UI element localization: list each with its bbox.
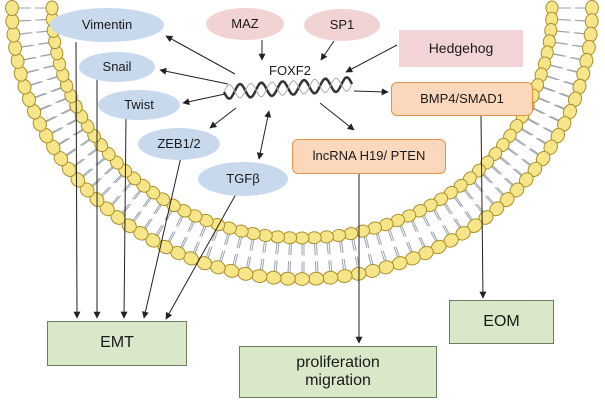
lipid-tail bbox=[121, 203, 132, 216]
foxf2-dna-helix-inner bbox=[223, 77, 353, 99]
lipid-tail bbox=[17, 19, 32, 22]
lipid-tail bbox=[433, 207, 442, 221]
lipid-tail bbox=[25, 69, 40, 74]
arrow-twist-emt bbox=[120, 116, 128, 319]
lipid-tail bbox=[400, 223, 407, 237]
arrow-foxf2-lncrna bbox=[319, 102, 355, 131]
lipid-tail bbox=[132, 211, 142, 224]
proliferation-migration-box: proliferation migration bbox=[239, 346, 437, 398]
arrow-foxf2-tgfb bbox=[256, 110, 272, 160]
lipid-tail bbox=[65, 148, 78, 158]
arrow-foxf2-zeb bbox=[209, 107, 237, 129]
snail-node: Snail bbox=[79, 52, 155, 82]
lipid-tail bbox=[554, 41, 569, 45]
arrow-foxf2-twist bbox=[182, 93, 226, 106]
arrow-hedgehog-foxf2 bbox=[345, 44, 398, 73]
lipid-tail bbox=[464, 187, 474, 200]
lipid-head bbox=[5, 0, 19, 16]
lipid-tail bbox=[556, 18, 571, 21]
lipid-tail bbox=[422, 213, 431, 227]
lipid-tail bbox=[549, 64, 564, 69]
lipid-tail bbox=[57, 137, 71, 147]
emt-box: EMT bbox=[47, 321, 187, 366]
lipid-tail bbox=[81, 168, 94, 179]
lipid-tail bbox=[29, 81, 43, 87]
lipid-tail bbox=[555, 30, 570, 33]
lipid-tail bbox=[514, 137, 527, 146]
tgfb-node: TGFβ bbox=[198, 162, 288, 196]
arrow-foxf2-snail bbox=[159, 67, 229, 85]
vimentin-node: Vimentin bbox=[50, 8, 164, 42]
lipid-tail bbox=[22, 57, 37, 61]
lipid-tail bbox=[33, 92, 48, 99]
lipid-tail bbox=[454, 195, 464, 208]
lipid-tail bbox=[527, 117, 540, 126]
arrow-foxf2-vimentin bbox=[165, 35, 236, 75]
arrow-foxf2-bmp4 bbox=[353, 88, 389, 96]
lipid-tail bbox=[18, 32, 33, 35]
zeb-node: ZEB1/2 bbox=[138, 128, 220, 160]
lipid-tail bbox=[20, 44, 35, 48]
lipid-tail bbox=[552, 53, 567, 57]
lipid-tail bbox=[546, 75, 560, 81]
lipid-tail bbox=[532, 107, 546, 115]
lncrna-h19-pten-box: lncRNA H19/ PTEN bbox=[292, 139, 446, 174]
bmp4-smad1-box: BMP4/SMAD1 bbox=[391, 82, 533, 116]
arrow-zeb-emt bbox=[141, 156, 182, 319]
lipid-tail bbox=[100, 186, 112, 198]
lipid-head bbox=[45, 0, 59, 16]
lipid-tail bbox=[411, 218, 419, 232]
lipid-tail bbox=[520, 127, 534, 136]
lipid-tail bbox=[111, 195, 122, 207]
hedgehog-box: Hedgehog bbox=[399, 30, 523, 67]
arrow-bmp4-eom bbox=[479, 115, 487, 299]
twist-node: Twist bbox=[98, 90, 180, 120]
lipid-tail bbox=[507, 146, 519, 156]
lipid-tail bbox=[444, 201, 453, 215]
lipid-tail bbox=[499, 155, 511, 166]
lipid-tail bbox=[537, 96, 551, 104]
arrow-tgfb-emt bbox=[165, 193, 237, 320]
lipid-tail bbox=[542, 86, 556, 92]
lipid-tail bbox=[491, 164, 503, 175]
eom-box: EOM bbox=[449, 300, 554, 344]
arrow-vimentin-emt bbox=[73, 41, 81, 319]
lipid-tail bbox=[482, 172, 494, 184]
foxf2-label: FOXF2 bbox=[269, 62, 311, 78]
lipid-tail bbox=[73, 158, 86, 168]
sp1-node: SP1 bbox=[304, 9, 380, 41]
maz-node: MAZ bbox=[206, 8, 284, 40]
lipid-tail bbox=[44, 115, 58, 123]
lipid-tail bbox=[38, 104, 52, 111]
arrow-sp1-foxf2 bbox=[320, 40, 335, 61]
lipid-tail bbox=[50, 127, 64, 135]
